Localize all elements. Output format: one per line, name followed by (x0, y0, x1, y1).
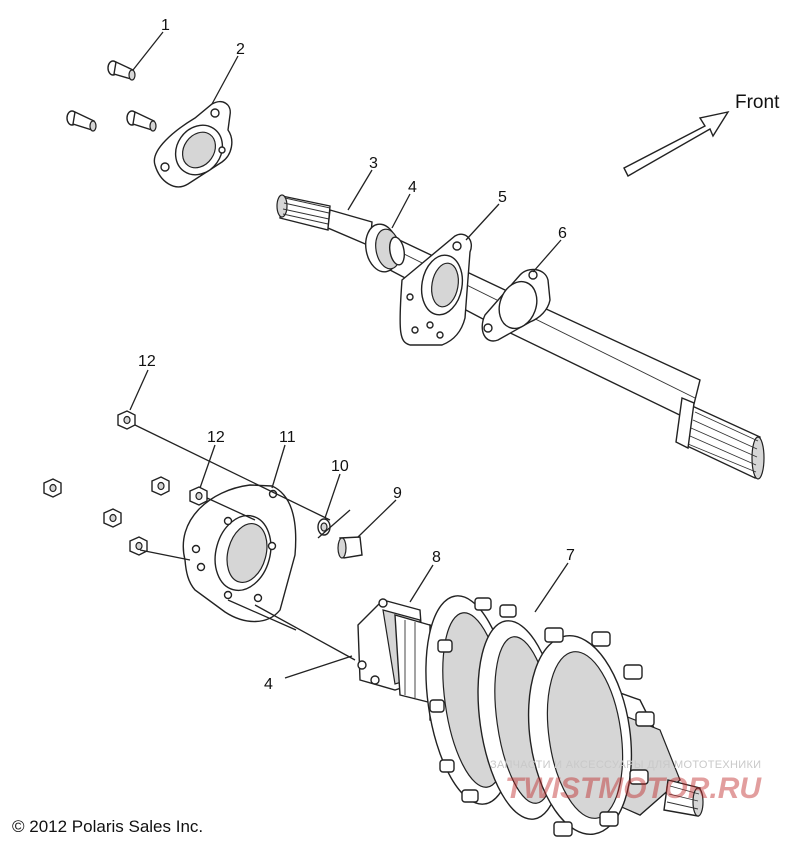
part-4-bearing (365, 223, 406, 273)
part-5-bearing-housing (399, 233, 472, 346)
callout-2: 2 (236, 41, 245, 58)
watermark-caption: ЗАПЧАСТИ И АКСЕССУАРЫ ДЛЯ МОТОТЕХНИКИ (490, 759, 762, 771)
hardware-nut (129, 536, 148, 556)
callout-1: 1 (161, 17, 170, 34)
callout-4-lower: 4 (264, 676, 273, 693)
callout-5: 5 (498, 189, 507, 206)
part-1-bolt (126, 110, 157, 132)
part-3-drive-shaft (276, 194, 765, 480)
callout-12-lower: 12 (207, 429, 225, 446)
callout-9: 9 (393, 485, 402, 502)
part-2-flange-plate (153, 100, 233, 188)
callout-12-upper: 12 (138, 353, 156, 370)
part-7-drive-sprocket-assembly (425, 595, 704, 837)
part-9-plug (337, 536, 363, 559)
callout-10: 10 (331, 458, 349, 475)
front-label: Front (735, 92, 780, 113)
callout-11: 11 (279, 429, 296, 446)
part-10-washer (317, 518, 331, 536)
hardware-nut (43, 478, 62, 498)
part-12-nut (117, 410, 136, 430)
watermark-logo: TWISTMOTOR.RU (505, 772, 762, 805)
alignment-lines (134, 424, 356, 661)
part-6-gasket (481, 268, 551, 342)
hardware-nut (103, 508, 122, 528)
front-direction-arrow (623, 110, 730, 177)
copyright-notice: © 2012 Polaris Sales Inc. (12, 817, 204, 836)
hardware-nut (151, 476, 170, 496)
part-1-bolt (66, 110, 97, 132)
part-11-mounting-plate (182, 484, 297, 623)
callout-8: 8 (432, 549, 441, 566)
callout-3: 3 (369, 155, 378, 172)
callout-4: 4 (408, 179, 417, 196)
callout-6: 6 (558, 225, 567, 242)
callout-leaders (129, 31, 569, 679)
part-12-nut (189, 486, 208, 506)
part-1-bolt (107, 60, 136, 81)
callout-7: 7 (566, 547, 575, 564)
